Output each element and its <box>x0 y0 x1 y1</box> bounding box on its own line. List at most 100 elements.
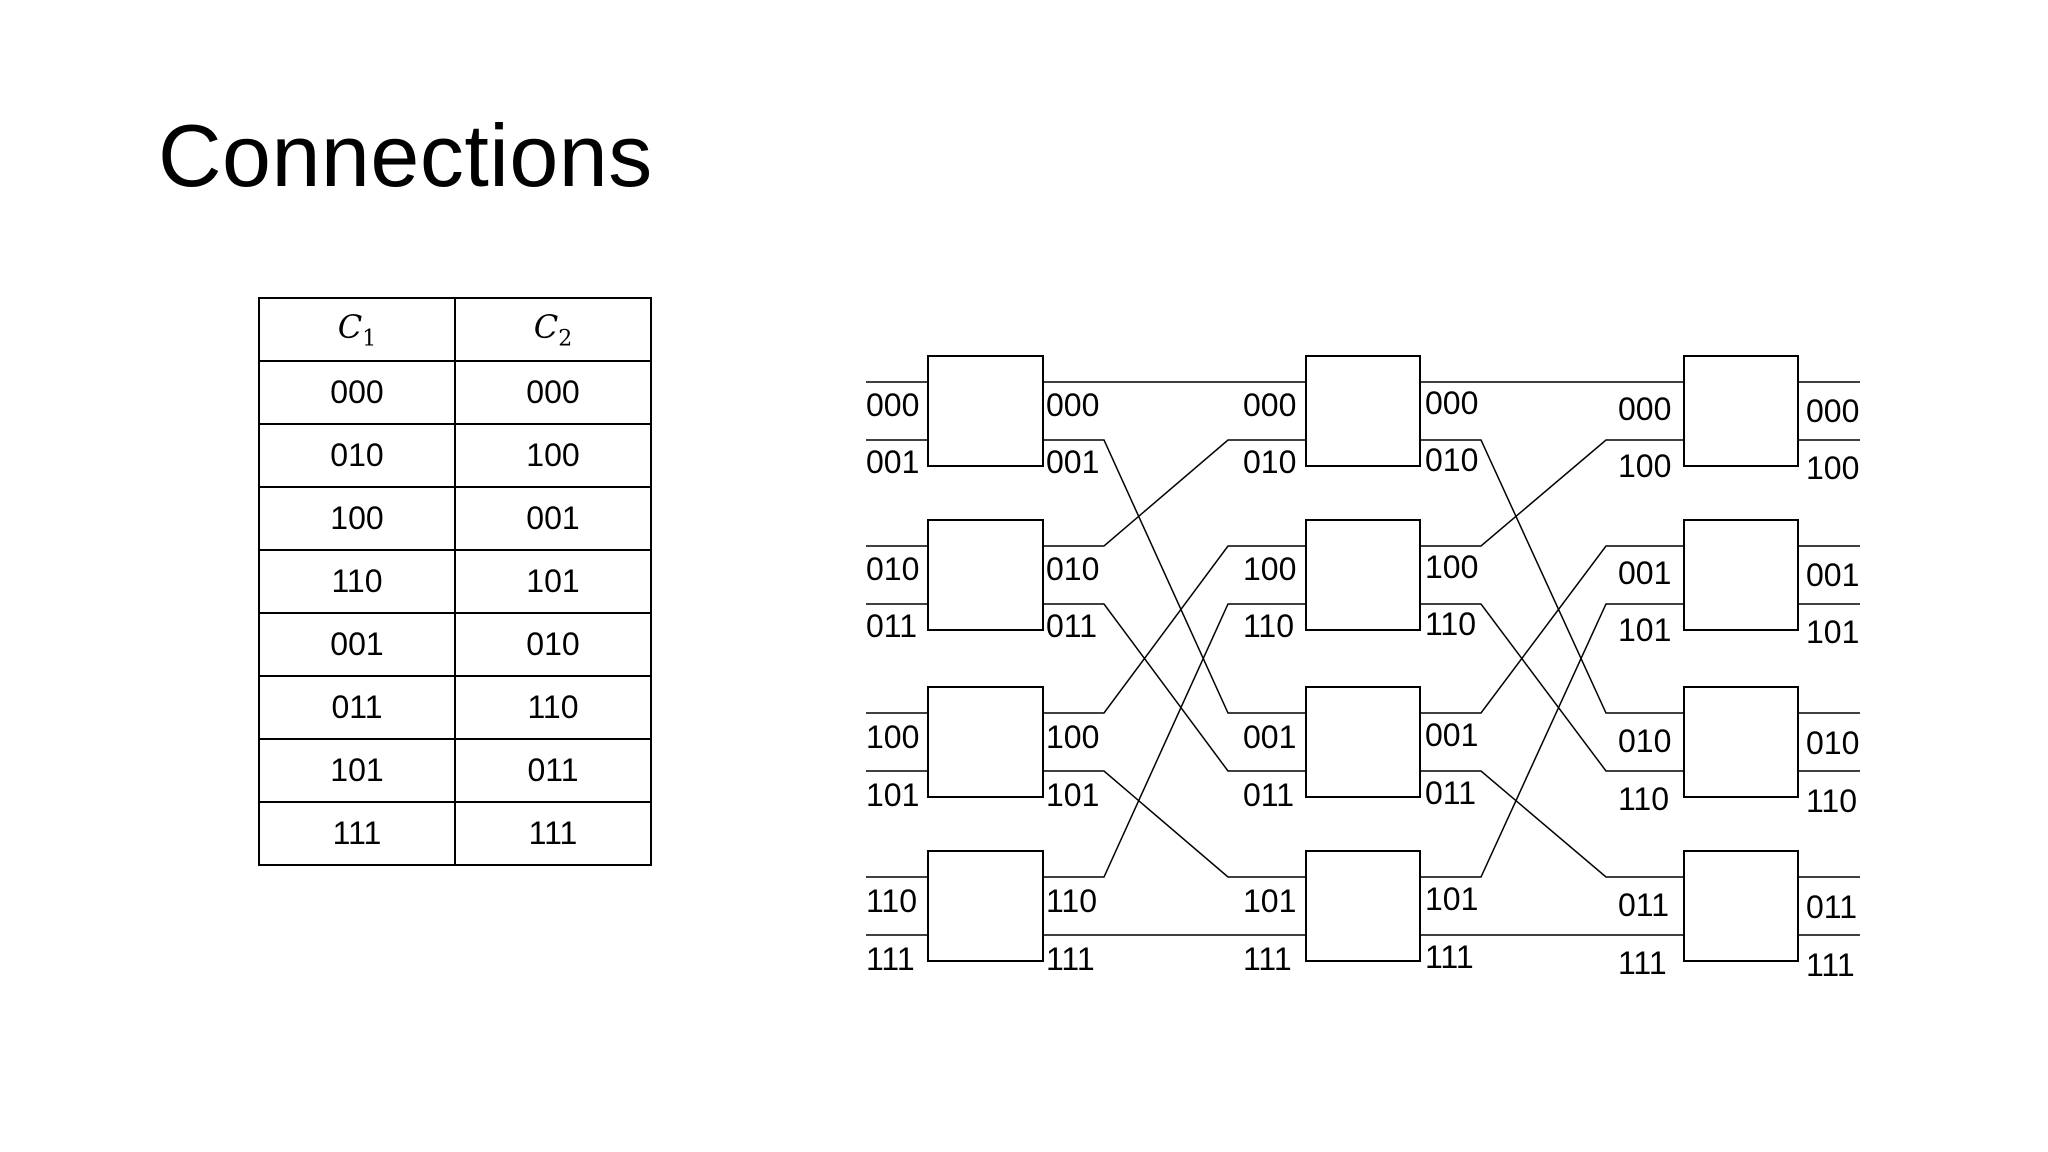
wire-label: 000 <box>866 387 919 423</box>
wire <box>1043 545 1306 714</box>
wire-label: 000 <box>1425 385 1478 421</box>
wire-label: 000 <box>1046 387 1099 423</box>
wire-label: 101 <box>1243 883 1296 919</box>
wire-label: 100 <box>1806 450 1859 486</box>
wire-label: 011 <box>1243 777 1294 813</box>
table-cell: 101 <box>258 738 456 803</box>
wire-label: 001 <box>1425 717 1478 753</box>
wire-label: 010 <box>1806 725 1859 761</box>
wire-label: 000 <box>1618 391 1671 427</box>
switch-box <box>1683 850 1799 962</box>
switch-box <box>927 519 1044 631</box>
wire-label: 111 <box>1243 941 1292 977</box>
table-header-row: C1 C2 <box>258 297 652 362</box>
switch-boxes <box>927 355 1799 962</box>
switch-box <box>1683 686 1799 798</box>
wire-label: 101 <box>1046 777 1099 813</box>
table-cell: 101 <box>454 549 652 614</box>
wire-label: 100 <box>1046 719 1099 755</box>
switch-box <box>1683 355 1799 467</box>
network-wires <box>866 381 1860 936</box>
table-cell: 011 <box>454 738 652 803</box>
switch-box <box>927 850 1044 962</box>
wire-label: 110 <box>1618 781 1669 817</box>
wire <box>1043 603 1306 878</box>
wire <box>1420 439 1684 547</box>
wire-label: 011 <box>1425 775 1476 811</box>
wire <box>1420 603 1684 772</box>
table-cell: 001 <box>454 486 652 551</box>
column-header-c1: C1 <box>258 297 456 362</box>
column-header-c2: C2 <box>454 297 652 362</box>
wire <box>1420 770 1684 878</box>
wire <box>1043 439 1306 547</box>
wire-label: 100 <box>1425 549 1478 585</box>
table-cell: 111 <box>258 801 456 866</box>
wire-label: 111 <box>1046 941 1095 977</box>
switch-box <box>1305 519 1421 631</box>
wire <box>1420 603 1684 878</box>
switch-box <box>927 686 1044 798</box>
table-cell: 011 <box>258 675 456 740</box>
wire-label: 101 <box>866 777 919 813</box>
wire-label: 011 <box>1618 887 1669 923</box>
wire-label: 101 <box>1806 614 1859 650</box>
wire-label: 100 <box>1618 448 1671 484</box>
wire-label: 001 <box>1806 557 1859 593</box>
wire-label: 001 <box>866 444 919 480</box>
wire <box>1420 439 1684 714</box>
wire-label: 110 <box>1425 606 1476 642</box>
wire-label: 101 <box>1425 881 1478 917</box>
table-cell: 010 <box>454 612 652 677</box>
wire-label: 000 <box>1243 387 1296 423</box>
table-cell: 001 <box>258 612 456 677</box>
table-cell: 111 <box>454 801 652 866</box>
wire-label: 010 <box>1618 723 1671 759</box>
switch-box <box>1305 355 1421 467</box>
wire-label: 010 <box>866 551 919 587</box>
wire-label: 010 <box>1425 442 1478 478</box>
wire <box>1420 545 1684 714</box>
wire-label: 011 <box>1806 889 1857 925</box>
wire-label: 111 <box>1806 947 1855 983</box>
switch-box <box>1683 519 1799 631</box>
wire-label: 001 <box>1046 444 1099 480</box>
wire-label: 001 <box>1618 555 1671 591</box>
wire-label: 010 <box>1243 444 1296 480</box>
wire-label: 110 <box>1806 783 1857 819</box>
wire-label: 011 <box>1046 608 1097 644</box>
table-cell: 000 <box>454 360 652 425</box>
wire-label: 011 <box>866 608 917 644</box>
table-cell: 110 <box>258 549 456 614</box>
wire <box>1043 603 1306 772</box>
wire-label: 100 <box>1243 551 1296 587</box>
table-cell: 110 <box>454 675 652 740</box>
table-cell: 000 <box>258 360 456 425</box>
wire <box>1043 770 1306 878</box>
switch-box <box>927 355 1044 467</box>
wire-label: 111 <box>1425 939 1474 975</box>
slide-title: Connections <box>158 106 653 205</box>
switch-box <box>1305 850 1421 962</box>
switch-box <box>1305 686 1421 798</box>
wire-label: 110 <box>866 883 917 919</box>
wire-labels: 000 001 010 011 100 101 110 111 000 001 … <box>866 385 1859 983</box>
wire-label: 000 <box>1806 393 1859 429</box>
wire-label: 110 <box>1046 883 1097 919</box>
table-cell: 100 <box>454 423 652 488</box>
wire-label: 111 <box>866 941 915 977</box>
wire-label: 010 <box>1046 551 1099 587</box>
wire-label: 111 <box>1618 945 1667 981</box>
wire-label: 101 <box>1618 612 1671 648</box>
table-cell: 010 <box>258 423 456 488</box>
